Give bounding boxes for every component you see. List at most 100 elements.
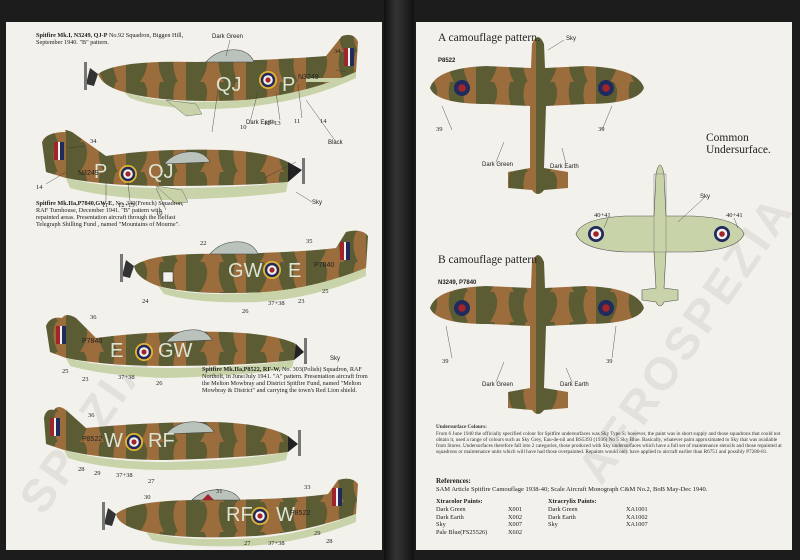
serial-5: P8522: [82, 436, 103, 443]
callout-37d: 37+38: [268, 540, 285, 547]
label-sky-c: Sky: [700, 194, 711, 200]
callout-30: 30: [144, 494, 151, 501]
a-pattern-serial: P8522: [438, 58, 456, 64]
code-w2: W: [276, 504, 295, 526]
profile-pqj: [42, 130, 305, 205]
caption-qjp: Spitfire Mk.I, N3249, QJ-P No.92 Squadro…: [36, 32, 206, 46]
callout-11a: 11: [294, 118, 301, 125]
xtracolor-name-0: Dark Green: [436, 506, 466, 513]
label-sky-1: Sky: [312, 200, 323, 206]
page-gutter: [384, 0, 414, 560]
callout-29b: 29: [314, 530, 321, 537]
profile-egw: [46, 315, 307, 378]
xtracolor-code-0: X001: [508, 506, 522, 513]
code-gw: GW: [228, 260, 263, 282]
xtracolor-code-1: X002: [508, 513, 522, 521]
xtracrylix-code-0: XA1001: [626, 506, 648, 513]
callout-37a: 37+38: [268, 300, 285, 307]
planform-a: [430, 37, 644, 194]
a-pattern-title: A camouflage pattern.: [438, 32, 540, 44]
xtracrylix-name-1: Dark Earth: [548, 513, 576, 521]
undersurface-text: From 6 June 1940 the officially specifie…: [436, 431, 782, 455]
right-page: AEROSPEZIA A camouflage pattern. P8522 C: [416, 22, 792, 550]
serial-1: N3249: [298, 74, 319, 81]
label-sky-2: Sky: [330, 356, 341, 362]
xtracrylix-title: Xtracrylix Paints:: [548, 498, 597, 505]
code-qj2: QJ: [148, 161, 174, 183]
references-text: SAM Article Spitfire Camouflage 1938-40;…: [436, 486, 708, 493]
code-e: E: [288, 260, 302, 282]
code-rf: RF: [148, 430, 175, 452]
code-w: W: [104, 430, 123, 452]
callout-24: 24: [142, 298, 149, 305]
callout-33: 33: [304, 484, 311, 491]
callout-36a: 36: [90, 314, 97, 321]
callout-29a: 29: [94, 470, 101, 477]
callout-39d: 39: [606, 358, 613, 365]
caption-qjp-text: No.92 Squadron, Biggen Hill, September 1…: [36, 32, 184, 46]
callout-28a: 28: [78, 466, 85, 473]
callout-12a: 12+13: [264, 120, 281, 127]
callout-40a: 40+41: [594, 212, 611, 219]
label-dark-green-1: Dark Green: [212, 34, 244, 40]
code-gw2: GW: [158, 340, 193, 362]
references-title: References:: [436, 477, 471, 485]
right-planforms-svg: [430, 37, 745, 414]
callout-28b: 28: [326, 538, 333, 545]
label-dark-earth-1: Dark Earth: [246, 120, 275, 126]
callout-11b: 11: [102, 202, 109, 209]
xtracolor-name-1: Dark Earth: [436, 513, 464, 521]
code-p2: P: [94, 161, 108, 183]
callout-25a: 25: [322, 288, 329, 295]
callout-27b: 27: [244, 540, 251, 547]
xtracrylix-code-2: XA1007: [626, 521, 648, 528]
callout-25b: 25: [62, 368, 69, 375]
planform-b: [430, 255, 644, 414]
xtracolor-code-2: X007: [508, 521, 522, 528]
caption-gwe-text: No. 340(French) Squadron, RAF Turnhouse,…: [36, 200, 184, 228]
callout-26a: 26: [242, 308, 249, 315]
callout-34a: 34: [334, 48, 341, 55]
label-dark-green-b: Dark Green: [482, 382, 514, 388]
callout-23b: 23: [82, 376, 89, 383]
profile-qjp: [84, 34, 358, 117]
callout-27a: 27: [148, 478, 155, 485]
callout-39c: 39: [442, 358, 449, 365]
caption-gwe: Spitfire Mk.IIa,P7840,GW-E, No. 340(Fren…: [36, 200, 186, 228]
label-dark-green-a: Dark Green: [482, 162, 514, 168]
callout-26b: 26: [156, 380, 163, 387]
label-sky-a: Sky: [566, 36, 577, 42]
callout-39a: 39: [436, 126, 443, 133]
common-undersurface-title: Common Undersurface.: [706, 132, 771, 156]
callout-10b: 10: [156, 210, 163, 217]
xtracolor-code-3: X602: [508, 528, 522, 536]
caption-rfw: Spitfire Mk.IIa,P8522, RF-W, No. 303(Pol…: [202, 366, 372, 394]
callout-37b: 37+38: [118, 374, 135, 381]
callout-23a: 23: [298, 298, 305, 305]
callout-22: 22: [200, 240, 207, 247]
caption-rfw-text: No. 303(Polish) Squadron, RAF Northolt, …: [202, 366, 368, 394]
xtracolor-title: Xtracolor Paints:: [436, 498, 483, 505]
serial-4: P7840: [82, 338, 103, 345]
callout-14b: 14: [36, 184, 43, 191]
xtracolor-name-3: Pale Blue(FS25526): [436, 528, 488, 536]
callout-39b: 39: [598, 126, 605, 133]
profile-wrf: [44, 407, 301, 470]
planform-under: [575, 164, 745, 307]
xtracrylix-code-1: XA1002: [626, 513, 648, 521]
code-e2: E: [110, 340, 124, 362]
callout-37c: 37+38: [116, 472, 133, 479]
xtracrylix-name-0: Dark Green: [548, 506, 578, 513]
profile-gwe: [120, 230, 368, 303]
serial-6: P8522: [290, 510, 311, 517]
callout-31: 31: [216, 488, 223, 495]
callout-10: 10: [240, 124, 247, 131]
code-qj: QJ: [216, 74, 242, 96]
left-profiles-svg: [42, 34, 368, 547]
b-pattern-title: B camouflage pattern: [438, 254, 537, 266]
caption-qjp-title: Spitfire Mk.I, N3249, QJ-P: [36, 32, 108, 39]
profile-rfw: [102, 478, 358, 547]
callout-35: 35: [306, 238, 313, 245]
serial-3: P7840: [314, 262, 335, 269]
b-pattern-serial: N3249, P7840: [438, 280, 477, 286]
